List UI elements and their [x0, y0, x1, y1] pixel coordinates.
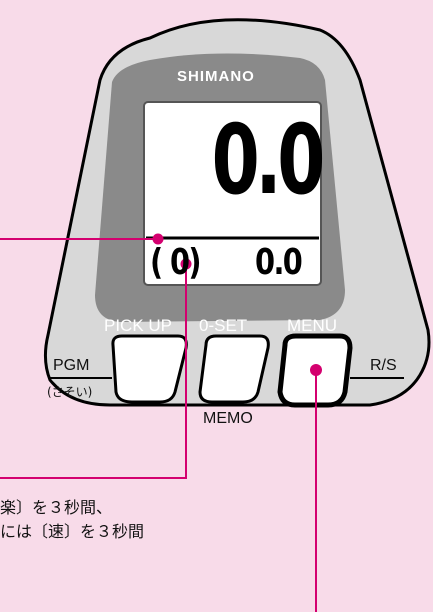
pgm-button[interactable]: [113, 336, 187, 402]
memo-button-shape: [198, 334, 270, 404]
pgm-sub-label: (さそい): [47, 385, 93, 399]
zero-set-label: 0-SET: [199, 316, 248, 335]
menu-label: MENU: [287, 316, 338, 335]
lap-value: 0.0: [255, 242, 303, 283]
speed-readout: 0.0: [211, 104, 326, 216]
brand-logo: SHIMANO: [177, 68, 255, 85]
callout-dot-lap: [180, 258, 192, 270]
memo-label: MEMO: [203, 410, 253, 427]
pick-up-label: PICK UP: [104, 316, 173, 335]
pgm-button-shape: [111, 334, 188, 404]
callout-dot-menu: [310, 364, 322, 376]
lap-counter: ( 0): [150, 242, 202, 283]
menu-button[interactable]: [280, 336, 352, 406]
memo-button[interactable]: [200, 336, 270, 402]
callout-line-lap: [0, 264, 187, 479]
rs-label: R/S: [370, 357, 397, 374]
callout-dot-left: [152, 233, 164, 245]
instruction-line-2: には〔速〕を３秒間: [0, 522, 145, 541]
pgm-label: PGM: [53, 357, 90, 374]
instruction-line-1: 楽〕を３秒間、: [0, 498, 113, 517]
